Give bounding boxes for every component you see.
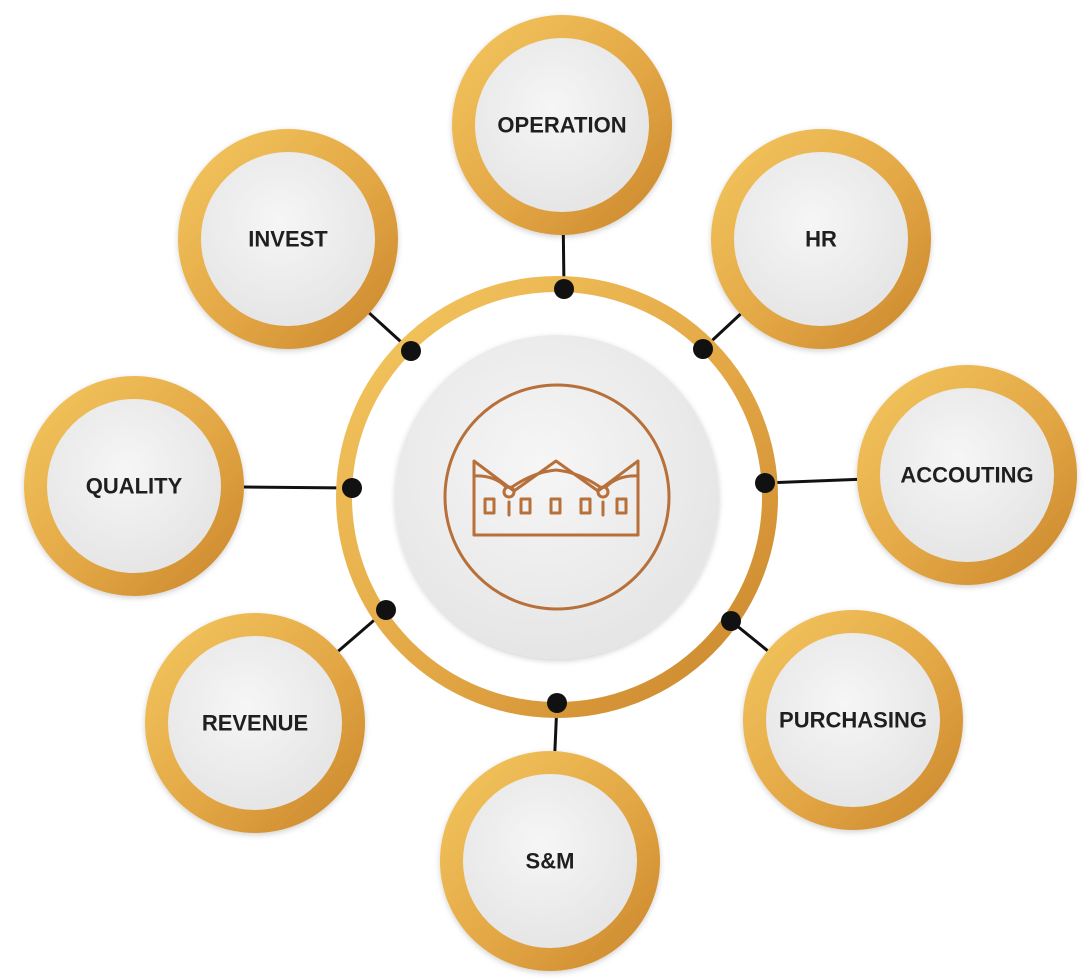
connector-line-quality bbox=[243, 485, 353, 490]
crown-building-icon bbox=[472, 459, 640, 537]
junction-dot-sm bbox=[547, 693, 567, 713]
connector-lines bbox=[243, 234, 858, 752]
department-nodes: OPERATION HR ACCOUTING PURCHASING S&M REVENUE… bbox=[24, 15, 1077, 971]
junction-dot-operation bbox=[554, 279, 574, 299]
node-label-purchasing: PURCHASING bbox=[779, 708, 927, 733]
central-hub bbox=[336, 276, 778, 718]
junction-dot-revenue bbox=[376, 600, 396, 620]
node-inner-purchasing bbox=[766, 633, 940, 807]
connector-line-accouting bbox=[764, 477, 858, 485]
node-label-hr: HR bbox=[805, 227, 837, 252]
node-purchasing: PURCHASING bbox=[743, 610, 963, 830]
hub-logo-ring bbox=[443, 383, 671, 611]
node-accouting: ACCOUTING bbox=[857, 365, 1077, 585]
junction-dot-purchasing bbox=[721, 611, 741, 631]
node-inner-operation bbox=[475, 38, 649, 212]
node-operation: OPERATION bbox=[452, 15, 672, 235]
node-hr: HR bbox=[711, 129, 931, 349]
junction-dot-quality bbox=[342, 478, 362, 498]
node-invest: INVEST bbox=[178, 129, 398, 349]
node-inner-quality bbox=[47, 399, 221, 573]
node-inner-accouting bbox=[880, 388, 1054, 562]
junction-dot-accouting bbox=[755, 473, 775, 493]
node-revenue: REVENUE bbox=[145, 613, 365, 833]
junction-dots bbox=[342, 279, 775, 713]
node-label-sm: S&M bbox=[526, 849, 575, 874]
node-inner-sm bbox=[463, 774, 637, 948]
node-inner-invest bbox=[201, 152, 375, 326]
hub-inner-disc bbox=[395, 335, 719, 659]
junction-dot-hr bbox=[693, 339, 713, 359]
node-inner-revenue bbox=[168, 636, 342, 810]
junction-dot-invest bbox=[401, 341, 421, 361]
node-inner-hr bbox=[734, 152, 908, 326]
node-label-operation: OPERATION bbox=[497, 113, 626, 138]
node-label-invest: INVEST bbox=[248, 227, 328, 252]
node-label-accouting: ACCOUTING bbox=[900, 463, 1033, 488]
node-label-revenue: REVENUE bbox=[202, 711, 308, 736]
node-quality: QUALITY bbox=[24, 376, 244, 596]
node-label-quality: QUALITY bbox=[86, 474, 183, 499]
node-sm: S&M bbox=[440, 751, 660, 971]
